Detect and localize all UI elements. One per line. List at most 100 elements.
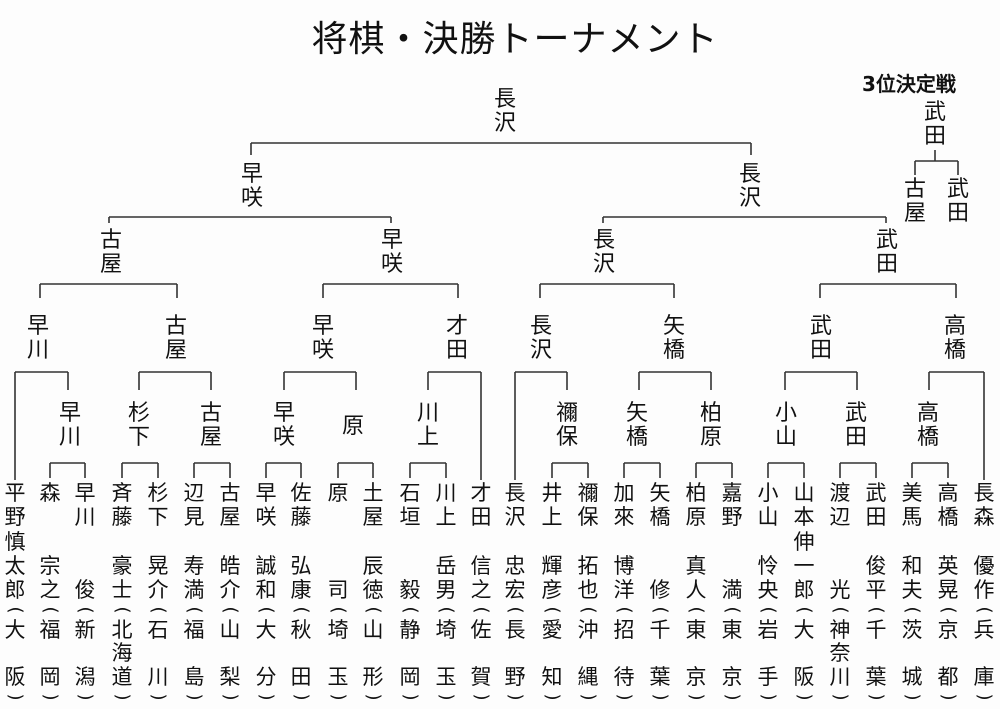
round3-winner: 高橋	[943, 314, 966, 363]
player-pref-char: 分	[255, 665, 277, 689]
player-pref-char: 福	[183, 618, 205, 642]
player-given-char: 平	[865, 578, 887, 602]
player-surname-char: 山	[793, 481, 815, 505]
paren-close: )	[758, 693, 779, 701]
round2-winner: 武田	[844, 401, 867, 450]
player-surname-char: 山	[757, 505, 779, 529]
quarterfinal-winner: 武田	[875, 228, 898, 277]
player-surname-char: 嘉	[721, 481, 743, 505]
round3-winner: 武田	[809, 314, 832, 363]
page-title: 将棋・決勝トーナメント	[311, 19, 719, 60]
player-given-char: 也	[577, 578, 599, 602]
paren-close: )	[328, 693, 349, 701]
player-pref-char: 京	[937, 618, 959, 642]
player-pref-char: 葉	[865, 665, 887, 689]
player-given-char: 豪	[111, 554, 133, 578]
player-pref-char: 新	[74, 618, 96, 642]
player-pref-char: 大	[255, 618, 277, 642]
player-pref-char: 山	[219, 618, 241, 642]
round3-winner: 長沢	[529, 314, 552, 363]
player-given-char: 人	[685, 578, 707, 602]
player-surname-char: 土	[362, 481, 384, 505]
player-pref-char: 岩	[757, 618, 779, 642]
player-pref-char: 愛	[541, 618, 563, 642]
player-pref-char: 岡	[39, 665, 61, 689]
player-given-char: 信	[470, 554, 492, 578]
player-pref-char: 潟	[74, 665, 96, 689]
paren-close: )	[794, 693, 815, 701]
round3-winner: 早川	[26, 314, 49, 363]
player-surname-char: 馬	[901, 505, 923, 529]
player-given-char: 宏	[504, 578, 526, 602]
player-pref-char: 川	[829, 665, 851, 689]
semifinal-winner: 長沢	[738, 162, 761, 211]
paren-close: )	[578, 693, 599, 701]
player-surname-char: 小	[757, 481, 779, 505]
player-pref-char: 山	[362, 618, 384, 642]
player-given-char: 俊	[865, 554, 887, 578]
player-pref-char: 京	[685, 665, 707, 689]
player-surname-char: 早	[255, 481, 277, 505]
player-pref-char: 千	[649, 618, 671, 642]
player-surname-char: 武	[865, 481, 887, 505]
player-pref-char: 手	[757, 665, 779, 689]
player-pref-char: 石	[147, 618, 169, 642]
paren-close: )	[686, 693, 707, 701]
player-given-char: 介	[219, 578, 241, 602]
player-pref-char: 賀	[470, 665, 492, 689]
champion-label: 長沢	[493, 87, 516, 136]
player-given-char: 満	[183, 578, 205, 602]
player-pref-char: 兵	[973, 618, 995, 642]
player-surname-char: 矢	[649, 481, 671, 505]
paren-close: )	[112, 693, 133, 701]
player-given-char: 怜	[757, 554, 779, 578]
player-surname-char: 斉	[111, 481, 133, 505]
player-surname-char: 橋	[937, 505, 959, 529]
player-given-char: 毅	[399, 578, 421, 602]
player-given-char: 男	[435, 578, 457, 602]
player-pref-char: 都	[937, 665, 959, 689]
player-pref-char: 形	[362, 665, 384, 689]
player-surname-char: 森	[973, 505, 995, 529]
player-given-char: 真	[685, 554, 707, 578]
round2-winner: 禰保	[555, 401, 578, 450]
player-pref-char: 川	[147, 665, 169, 689]
paren-close: )	[436, 693, 457, 701]
player-pref-char: 秋	[290, 618, 312, 642]
player-surname-char: 本	[793, 505, 815, 529]
player-given-char: 和	[255, 578, 277, 602]
player-surname-char: 沢	[504, 505, 526, 529]
player-pref-char: 田	[290, 665, 312, 689]
paren-close: )	[542, 693, 563, 701]
player-surname-char: 加	[613, 481, 635, 505]
round2-winner: 原	[341, 414, 364, 439]
player-given-char: 伸	[793, 530, 815, 554]
player-surname-char: 藤	[290, 505, 312, 529]
third-place-player: 古屋	[903, 177, 926, 226]
paren-close: )	[5, 693, 26, 701]
player-surname-char: 野	[4, 505, 26, 529]
paren-close: )	[363, 693, 384, 701]
player-surname-char: 田	[470, 505, 492, 529]
player-surname-char: 禰	[577, 481, 599, 505]
player-given-char: 夫	[901, 578, 923, 602]
player-pref-char: 岡	[399, 665, 421, 689]
player-given-char: 康	[290, 578, 312, 602]
player-pref-char: 長	[504, 618, 526, 642]
paren-close: )	[505, 693, 526, 701]
player-given-char: 司	[327, 578, 349, 602]
round2-winner: 早咲	[272, 401, 295, 450]
player-surname-char: 柏	[685, 481, 707, 505]
player-pref-char: 海	[111, 641, 133, 665]
player-pref-char: 千	[865, 618, 887, 642]
round3-winner: 早咲	[311, 314, 334, 363]
player-surname-char: 野	[721, 505, 743, 529]
player-pref-char: 梨	[219, 665, 241, 689]
player-pref-char: 島	[183, 665, 205, 689]
player-pref-char: 待	[613, 665, 635, 689]
player-pref-char: 庫	[973, 665, 995, 689]
player-pref-char: 阪	[793, 665, 815, 689]
player-surname-char: 佐	[290, 481, 312, 505]
player-given-char: 岳	[435, 554, 457, 578]
player-pref-char: 東	[721, 618, 743, 642]
